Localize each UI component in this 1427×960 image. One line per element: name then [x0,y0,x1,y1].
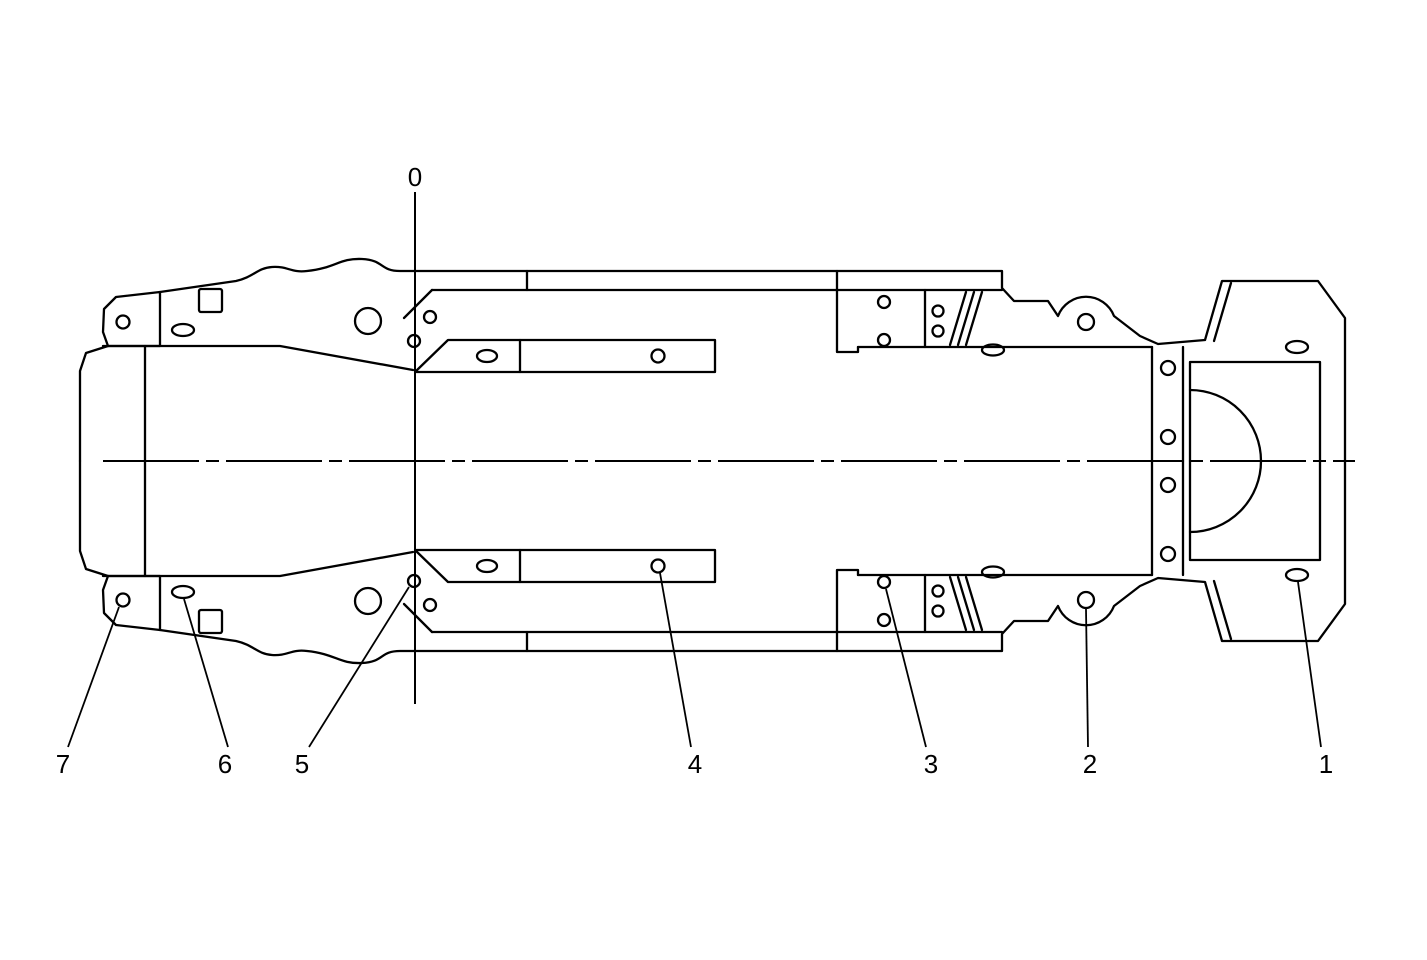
callout-leader-7 [67,606,120,748]
oval-slot [475,348,499,364]
callout-label-6: 6 [218,749,232,779]
hatch-line [956,290,976,347]
rail-transition-seam [402,288,434,320]
datum-label: 0 [408,162,422,192]
oval-slot [980,343,1006,357]
bolt-hole [931,324,945,338]
bolt-hole-front-bracket [115,314,131,330]
callout-label-7: 7 [56,749,70,779]
callout-label-2: 2 [1083,749,1097,779]
inner-opening-top-edge [101,344,415,372]
front-crossmember-left-edge [78,344,110,463]
frame-lower-half [78,459,1347,665]
frame-outer-rail-contour [158,257,1347,463]
oval-slot [170,322,196,338]
large-round-hole [353,306,383,336]
rear-box-outline [1188,360,1322,463]
hatch-line [964,290,984,347]
rear-box-arc [1188,388,1263,463]
callout-leader-3 [885,588,927,748]
callout-leader-5 [308,586,410,748]
rear-bracket-outline [835,288,860,354]
callout-label-5: 5 [295,749,309,779]
callout-label-4: 4 [688,749,702,779]
callout-leader-6 [183,598,229,748]
bolt-hole [422,309,438,325]
inner-rail-outline [413,338,717,374]
bolt-hole-crossmember [1159,359,1177,377]
oval-slot-rear [1284,339,1310,355]
callout-leader-1 [1297,581,1322,748]
square-hole [197,287,224,314]
bolt-hole [931,304,945,318]
frame-upper-half [78,257,1347,463]
kickup-seam [1212,281,1233,343]
callout-label-1: 1 [1319,749,1333,779]
callout-leader-2 [1085,608,1089,748]
front-bracket-outline [101,290,162,348]
bolt-hole-inner-rail [650,348,666,364]
callout-leader-4 [659,572,692,748]
hatch-line [948,290,968,347]
bolt-hole-crossmember [1159,428,1177,446]
callout-labels: 0 7 6 5 4 3 2 1 [56,162,1333,779]
bolt-hole-rear-bracket [876,332,892,348]
body-mount-hole [1076,312,1096,332]
callout-leaders [67,572,1322,748]
callout-label-3: 3 [924,749,938,779]
bolt-hole [876,294,892,310]
